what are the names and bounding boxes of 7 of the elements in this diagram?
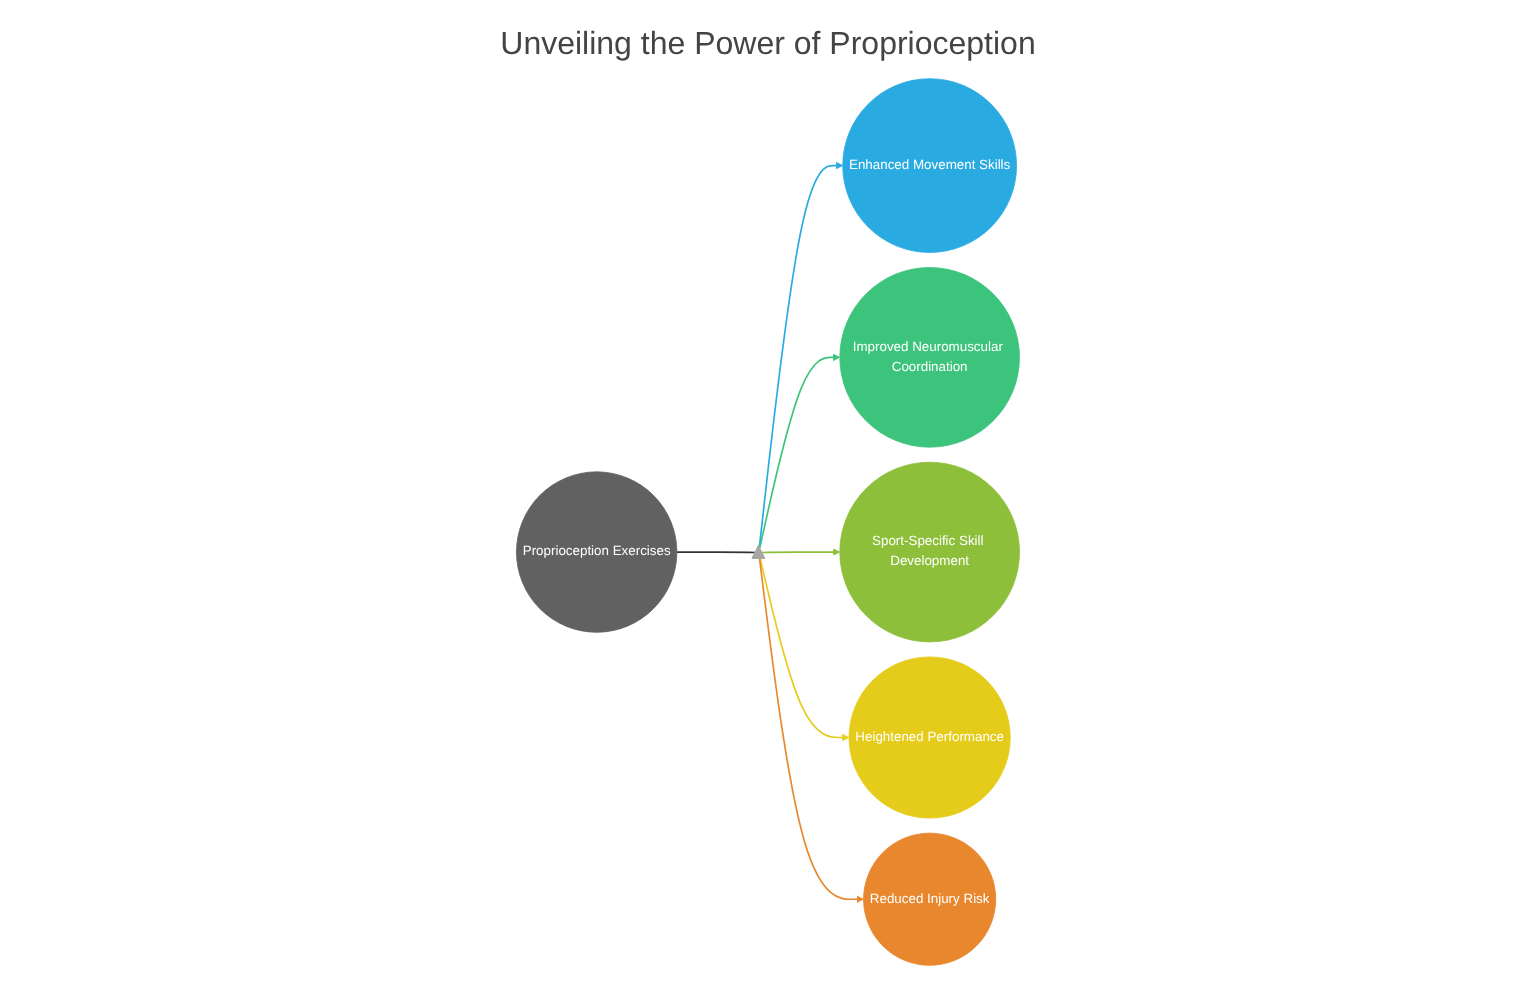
diagram-title: Unveiling the Power of Proprioception (498, 28, 1038, 64)
arrow (758, 557, 864, 903)
connector (676, 551, 757, 554)
arrow (758, 353, 841, 549)
arrow (758, 161, 844, 549)
arrow (759, 557, 850, 742)
arrow (761, 548, 841, 556)
